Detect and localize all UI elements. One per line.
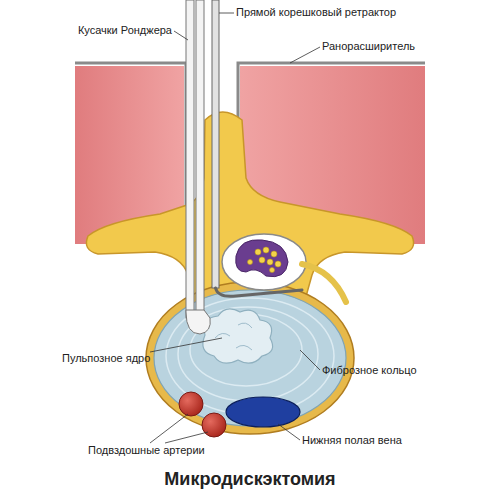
vena-cava xyxy=(226,397,300,427)
nerve-root xyxy=(302,264,346,302)
vertebra-bone xyxy=(86,112,413,300)
iliac-artery xyxy=(202,413,226,437)
part-label: Фиброзное кольцо xyxy=(322,364,417,377)
nerve-roots xyxy=(248,247,282,273)
nucleus-pulposus xyxy=(203,309,273,363)
part-label: Кусачки Ронджера xyxy=(78,24,172,37)
annulus-fibrosus xyxy=(154,290,346,426)
leader-lines xyxy=(150,13,320,443)
rongeur-shaft xyxy=(196,0,204,312)
part-label: Ранорасширитель xyxy=(322,40,415,53)
root-retractor-tip xyxy=(216,288,303,296)
dural-sac xyxy=(222,234,306,290)
rongeur-shaft xyxy=(186,0,194,318)
root-retractor-shaft xyxy=(212,0,219,288)
part-label: Нижняя полая вена xyxy=(302,434,402,447)
rongeur-jaw xyxy=(186,310,210,334)
part-label: Прямой корешковый ретрактор xyxy=(236,6,396,19)
spinal-cord xyxy=(236,240,288,277)
annulus-ring xyxy=(178,307,318,401)
vertebral-rim xyxy=(146,282,354,434)
diagram-title: Микродискэктомия xyxy=(0,468,500,490)
nucleus-texture xyxy=(215,323,252,350)
part-label: Подвздошные артерии xyxy=(88,444,205,457)
part-label: Пульпозное ядро xyxy=(62,352,150,365)
iliac-artery xyxy=(179,392,203,416)
